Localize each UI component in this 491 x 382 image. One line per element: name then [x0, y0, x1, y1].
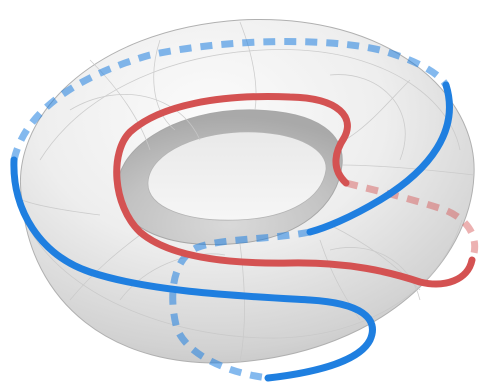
curves-back — [10, 38, 479, 382]
curves-front — [10, 81, 476, 382]
blue-curve-back-bottom — [169, 228, 311, 382]
red-curve-front — [113, 93, 476, 288]
blue-curve-front-lower — [10, 156, 376, 382]
torus-surface — [20, 18, 475, 364]
red-curve-back — [345, 179, 479, 262]
blue-curve-back-top — [10, 38, 449, 161]
blue-curve-front — [306, 81, 453, 236]
